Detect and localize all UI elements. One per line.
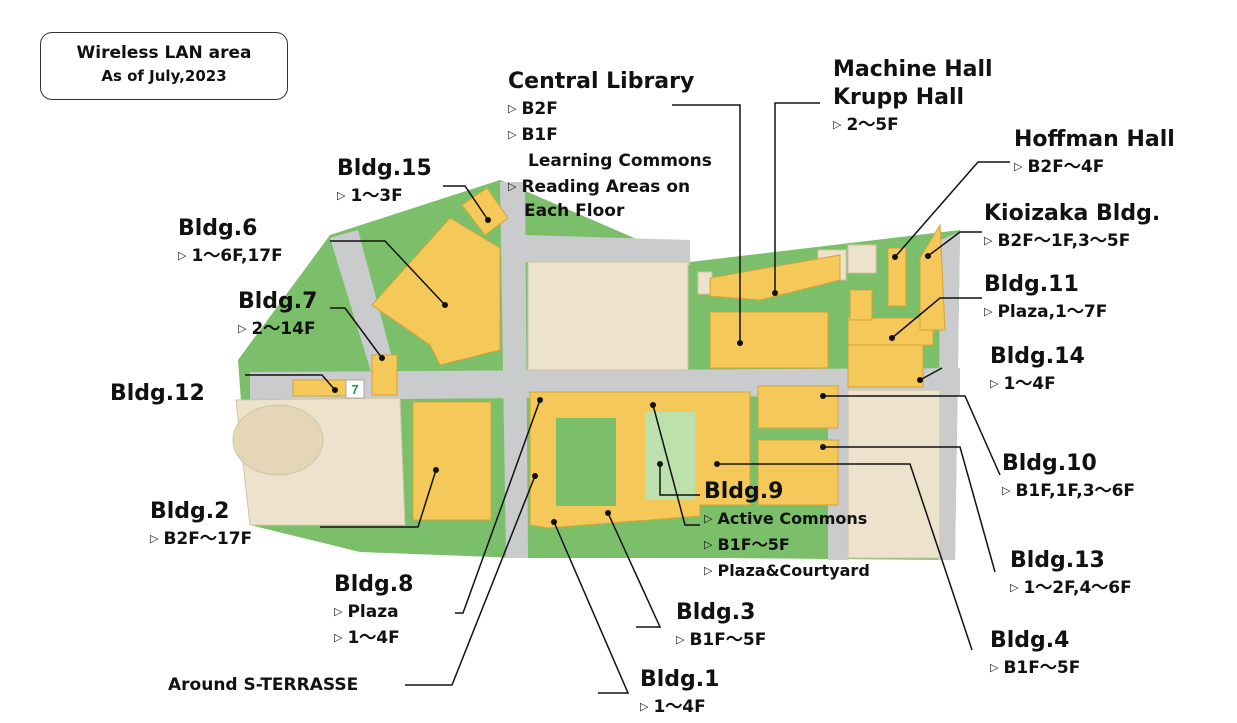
- leader-dots: [332, 217, 931, 525]
- triangle-bullet-icon: ▷: [1014, 160, 1023, 173]
- label-bldg-13: Bldg.13 ▷1～2F,4～6F: [1010, 548, 1132, 598]
- triangle-bullet-icon: ▷: [150, 532, 159, 545]
- triangle-bullet-icon: ▷: [508, 128, 517, 141]
- triangle-bullet-icon: ▷: [178, 249, 187, 262]
- triangle-bullet-icon: ▷: [833, 118, 842, 131]
- legend-date: As of July,2023: [101, 67, 227, 85]
- label-bldg-10: Bldg.10 ▷B1F,1F,3～6F: [1002, 451, 1136, 501]
- label-central-library: Central Library ▷B2F ▷B1F Learning Commo…: [508, 69, 712, 221]
- label-around-s-terrasse: Around S-TERRASSE: [168, 675, 359, 695]
- label-bldg-14: Bldg.14 ▷1～4F: [990, 344, 1085, 394]
- triangle-bullet-icon: ▷: [1010, 581, 1019, 594]
- convenience-store-icon: 7: [345, 379, 365, 399]
- triangle-bullet-icon: ▷: [984, 305, 993, 318]
- triangle-bullet-icon: ▷: [676, 633, 685, 646]
- triangle-bullet-icon: ▷: [990, 377, 999, 390]
- triangle-bullet-icon: ▷: [1002, 484, 1011, 497]
- triangle-bullet-icon: ▷: [337, 189, 346, 202]
- label-bldg-11: Bldg.11 ▷Plaza,1～7F: [984, 272, 1108, 322]
- triangle-bullet-icon: ▷: [984, 234, 993, 247]
- label-machine-hall: Machine Hall Krupp Hall ▷2～5F: [833, 57, 993, 135]
- triangle-bullet-icon: ▷: [990, 661, 999, 674]
- label-bldg-7: Bldg.7 ▷2～14F: [238, 289, 318, 339]
- triangle-bullet-icon: ▷: [640, 700, 649, 713]
- label-kioizaka-bldg: Kioizaka Bldg. ▷B2F～1F,3～5F: [984, 201, 1161, 251]
- triangle-bullet-icon: ▷: [334, 605, 343, 618]
- label-bldg-1: Bldg.1 ▷1～4F: [640, 667, 720, 717]
- leader-lines: [245, 102, 1010, 694]
- inner-courtyards: [556, 412, 695, 506]
- label-bldg-2: Bldg.2 ▷B2F～17F: [150, 499, 253, 549]
- triangle-bullet-icon: ▷: [704, 564, 713, 577]
- triangle-bullet-icon: ▷: [704, 538, 713, 551]
- label-bldg-8: Bldg.8 ▷Plaza ▷1～4F: [334, 572, 414, 648]
- label-bldg-6: Bldg.6 ▷1～6F,17F: [178, 216, 283, 266]
- triangle-bullet-icon: ▷: [508, 180, 517, 193]
- svg-text:7: 7: [351, 382, 358, 397]
- triangle-bullet-icon: ▷: [334, 631, 343, 644]
- label-hoffman-hall: Hoffman Hall ▷B2F～4F: [1014, 127, 1175, 177]
- label-bldg-9: Bldg.9 ▷Active Commons ▷B1F～5F ▷Plaza&Co…: [704, 479, 870, 580]
- label-bldg-3: Bldg.3 ▷B1F～5F: [676, 600, 767, 650]
- label-bldg-12: Bldg.12: [110, 381, 205, 406]
- label-bldg-15: Bldg.15 ▷1～3F: [337, 156, 432, 206]
- triangle-bullet-icon: ▷: [238, 322, 247, 335]
- triangle-bullet-icon: ▷: [704, 512, 713, 525]
- legend-title: Wireless LAN area: [76, 43, 252, 63]
- legend-box: Wireless LAN area As of July,2023: [40, 32, 288, 100]
- triangle-bullet-icon: ▷: [508, 102, 517, 115]
- label-bldg-4: Bldg.4 ▷B1F～5F: [990, 628, 1081, 678]
